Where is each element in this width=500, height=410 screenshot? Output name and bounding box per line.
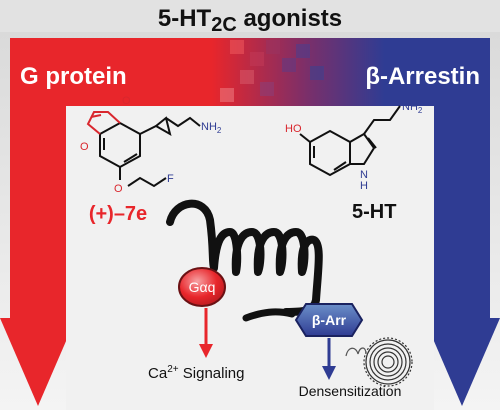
desensitization-arrow-head — [322, 366, 336, 380]
g-protein-arrow-head — [0, 318, 76, 406]
cyclopropane-ring — [154, 116, 172, 137]
arrestin-protein — [294, 303, 364, 337]
receptor-7tm — [166, 199, 323, 316]
arrestin-arrow-head — [424, 318, 500, 406]
indole-hydrogen-label: H — [360, 180, 368, 192]
furan-oxygen-label: O — [122, 95, 131, 107]
compound-7e-name: (+)–7e — [89, 203, 147, 225]
compound-7e-structure — [86, 111, 201, 188]
title-strip — [0, 0, 500, 32]
band-mosaic — [220, 40, 324, 102]
arrestin-label: β-Arrestin — [365, 63, 480, 90]
inner-panel — [66, 106, 434, 410]
g-protein-arrow-shaft — [10, 38, 66, 338]
clathrin-vesicle — [363, 337, 413, 387]
hydroxyl-label: HO — [285, 123, 302, 135]
indole-nitrogen-label: N — [360, 169, 368, 181]
gaq-label: Gαq — [189, 279, 216, 295]
arrestin-arrow-shaft — [434, 38, 490, 338]
indole-pyrrole-ring — [349, 132, 376, 165]
g-protein-label: G protein — [20, 63, 127, 90]
serotonin-structure — [299, 105, 401, 177]
ring-oxygen-label: O — [80, 141, 89, 153]
ether-oxygen-label: O — [114, 183, 123, 195]
ca-signal-arrow-head — [199, 344, 213, 358]
vesicle-receptor-icon — [345, 347, 367, 357]
desensitization-label: Densensitization — [299, 383, 402, 399]
gaq-protein — [178, 267, 226, 307]
arrestin-protein-label: β-Arr — [312, 312, 347, 328]
amine-label-7e: NH2 — [201, 121, 222, 135]
calcium-signaling-label: Ca2+ Signaling — [148, 364, 244, 382]
serotonin-name: 5-HT — [352, 201, 396, 223]
receptor-c-tail — [242, 308, 296, 322]
fluorine-label: F — [167, 173, 174, 185]
title: 5-HT2C agonists — [158, 5, 342, 36]
furan-ring — [86, 111, 121, 135]
amine-label-5ht: NH2 — [402, 101, 423, 115]
